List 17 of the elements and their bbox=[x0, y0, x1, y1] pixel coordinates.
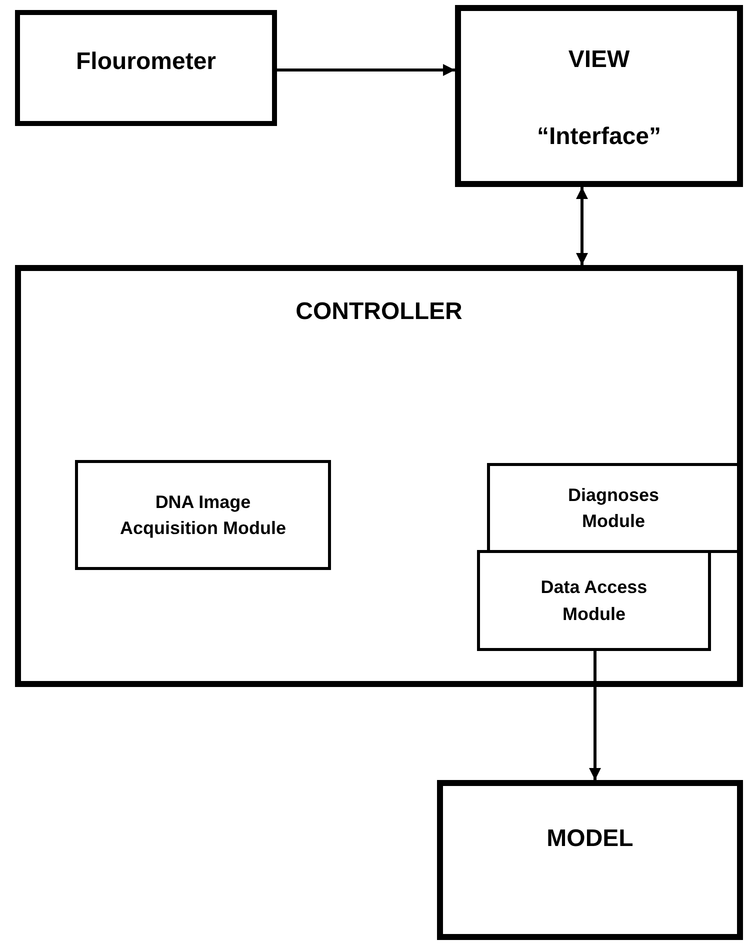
node-title: CONTROLLER bbox=[296, 297, 462, 327]
arrow bbox=[277, 64, 455, 76]
node-title: Flourometer bbox=[76, 47, 216, 77]
layer-box bbox=[437, 780, 743, 940]
arrow bbox=[589, 651, 601, 780]
node-subtitle: “Interface” bbox=[536, 122, 662, 152]
module-box bbox=[477, 550, 711, 651]
device-box bbox=[15, 10, 277, 126]
node-title: Data Access Module bbox=[540, 576, 648, 626]
node-title: DNA Image Acquisition Module bbox=[119, 490, 287, 540]
module-box bbox=[75, 460, 331, 570]
arrow bbox=[576, 187, 588, 265]
node-title: VIEW bbox=[568, 45, 630, 75]
layer-box bbox=[15, 265, 743, 687]
layer-box bbox=[455, 5, 743, 187]
node-title: Diagnoses Module bbox=[566, 484, 660, 533]
node-title: MODEL bbox=[546, 824, 634, 854]
